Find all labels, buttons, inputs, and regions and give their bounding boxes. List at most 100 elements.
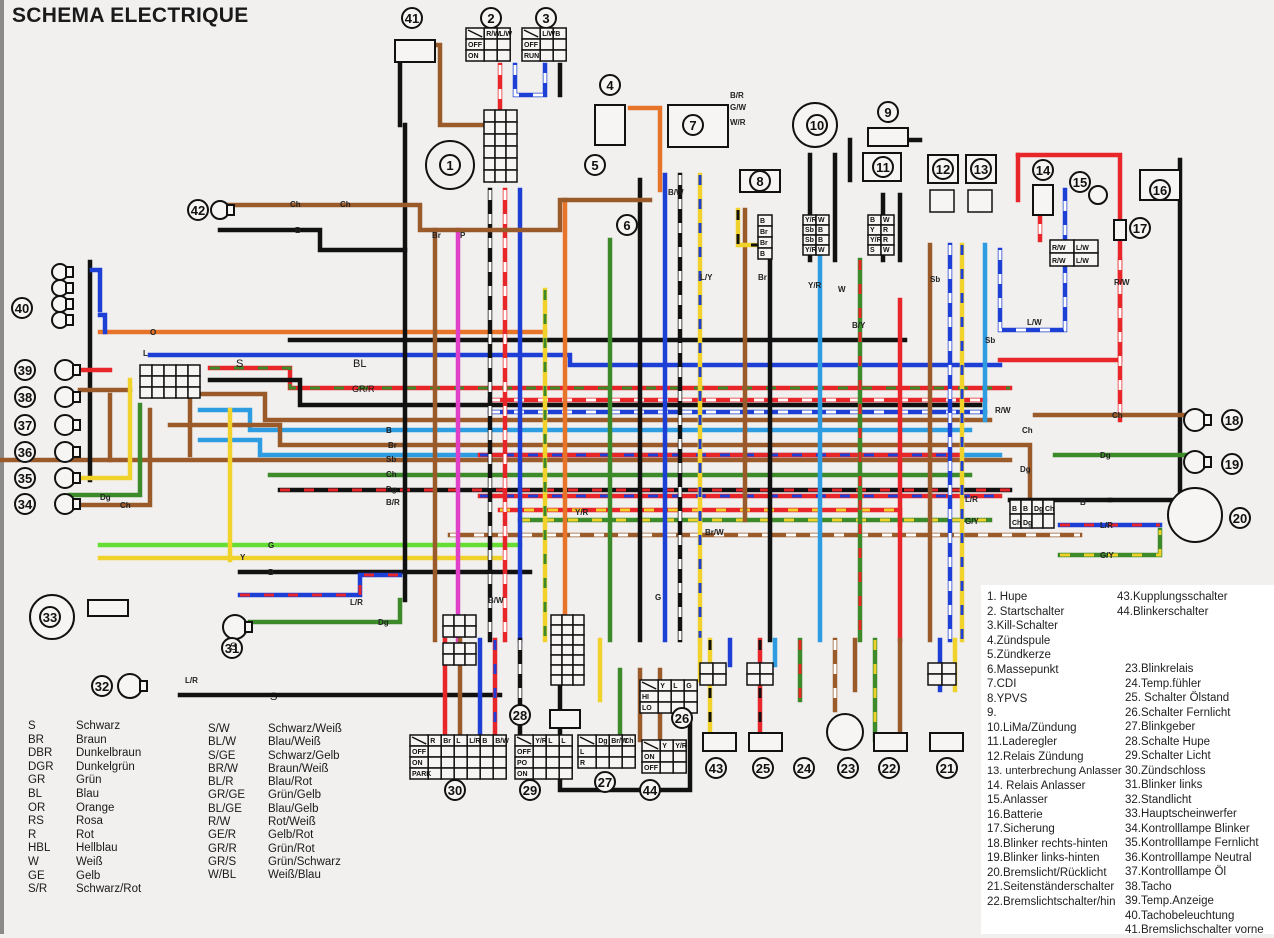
connector-cell (1073, 252, 1099, 267)
switch-header-label: L/W (542, 31, 555, 38)
component-number: 1 (446, 158, 453, 173)
connector-pin-label: W (883, 247, 890, 254)
wire-label: Sb (985, 336, 995, 345)
color-code: BL/GE (208, 802, 242, 815)
color-code: BL/R (208, 776, 234, 789)
switch-header-label: R (430, 738, 435, 745)
connector-cell (483, 145, 496, 159)
connector-pin-label: B (760, 251, 765, 258)
wire-brown (67, 407, 153, 508)
wire-black (557, 637, 693, 793)
part-legend-item: 21.Seitenständerschalter (987, 881, 1115, 893)
color-name: Rot/Weiß (268, 816, 316, 829)
connector-cell (699, 662, 714, 675)
component-number-badge (14, 467, 36, 489)
connector-cell (561, 674, 574, 686)
connector-cell (759, 673, 774, 686)
part-legend-item: 16.Batterie (987, 808, 1043, 821)
switch-cell (539, 38, 554, 51)
component-number-badge (14, 359, 36, 381)
connector-cell (561, 664, 574, 676)
rear-brake-switch (873, 732, 908, 752)
connector-pin-label: S (870, 247, 875, 254)
part-legend-item: 33.Hauptscheinwerfer (1125, 808, 1237, 820)
connector-cell (880, 244, 895, 256)
part-legend-item: 22.Bremslichtschalter/hin (987, 895, 1116, 908)
component-number-badge (878, 757, 900, 779)
clutch-switch (702, 732, 737, 752)
switch-cell (670, 690, 685, 703)
switch-header-label: Ch (624, 738, 633, 745)
component-number: 36 (18, 445, 32, 460)
color-name: Schwarz/Weiß (268, 723, 342, 735)
color-name: Weiß (76, 855, 103, 868)
part-legend-item: 8.YPVS (987, 692, 1028, 705)
wire-label: S (230, 641, 237, 653)
connector-cell (163, 386, 177, 399)
connector-cell (505, 145, 518, 159)
switch-header-label: L/W (499, 31, 512, 38)
wire-label: S (270, 691, 277, 703)
bulb-socket (139, 680, 148, 692)
wire-label: Dg (386, 485, 397, 494)
component-number-badge (749, 170, 771, 192)
connector-cell (494, 133, 507, 147)
connector-pin-label: R (883, 227, 888, 234)
connector-cell (464, 625, 477, 638)
connector-cell (572, 644, 585, 656)
connector-cell (759, 662, 774, 675)
component-number: 29 (523, 783, 537, 798)
component-number: 7 (689, 118, 696, 133)
switch-cell (657, 701, 672, 714)
switch-header-label: R/W (486, 31, 500, 38)
switch-header-label: Y (660, 683, 665, 690)
connector-cell (483, 169, 496, 183)
color-name: Gelb (76, 869, 101, 882)
wire-blue (89, 267, 103, 313)
color-code: DGR (28, 760, 54, 773)
color-name: Gelb/Rot (268, 829, 314, 842)
switch-header-label: Br (443, 738, 451, 745)
connector-cell (927, 662, 943, 675)
bulb-socket (65, 266, 74, 278)
connector-pin-label: L/W (1076, 258, 1089, 265)
component-number: 12 (936, 162, 950, 177)
part-legend-item: 26.Schalter Fernlicht (1125, 706, 1231, 719)
switch-cell (492, 756, 507, 769)
color-code: W/BL (208, 869, 237, 882)
wire-label: Br/W (705, 528, 724, 537)
connector-pin-label: Ch (1012, 520, 1021, 527)
wire-label: B/W (668, 188, 684, 197)
component-number: 8 (756, 174, 763, 189)
wire-stripe-white (513, 65, 547, 97)
wire-label: G (268, 541, 274, 550)
color-name: Braun (76, 733, 107, 746)
component-number-badge (1129, 217, 1151, 239)
component-number-badge (1032, 159, 1054, 181)
connector-cell (550, 624, 563, 636)
switch-cell (545, 767, 560, 780)
part-legend-item: 34.Kontrolllampe Blinker (1125, 822, 1250, 835)
color-code: BL (28, 787, 43, 800)
connector-cell (442, 653, 455, 666)
connector-cell (483, 157, 496, 171)
color-code: S/W (208, 723, 230, 735)
component-number-badge (14, 493, 36, 515)
wire-label: Ch (120, 501, 131, 510)
switch-row-label: ON (644, 754, 655, 761)
color-code: RS (28, 815, 44, 828)
bulb-socket (244, 621, 253, 633)
wire-label: B/Y (852, 321, 866, 330)
connector-pin-label: L/W (1076, 245, 1089, 252)
headlight-connector (87, 599, 129, 617)
connector-cell (1031, 513, 1044, 529)
connector-pin-label: B (1023, 506, 1028, 513)
sidestand-switch (929, 732, 964, 752)
